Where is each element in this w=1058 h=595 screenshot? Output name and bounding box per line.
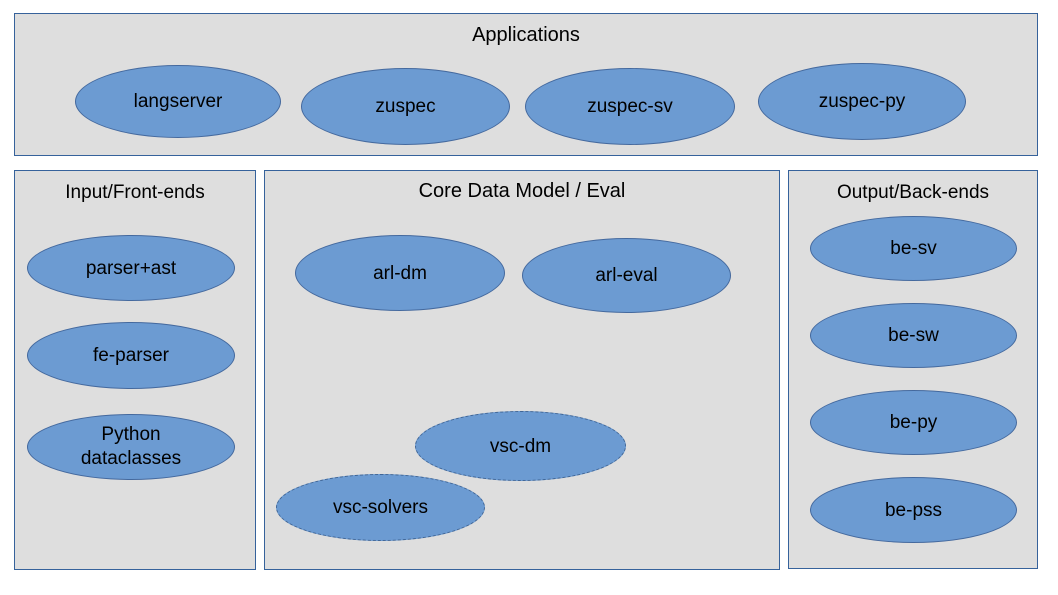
node-arl-dm[interactable]: arl-dm bbox=[295, 235, 505, 311]
node-vsc-solvers-label: vsc-solvers bbox=[332, 497, 428, 518]
node-be-sv[interactable]: be-sv bbox=[810, 216, 1017, 281]
node-parser-ast-label: parser+ast bbox=[85, 257, 177, 279]
node-python-dataclasses[interactable]: Python dataclasses bbox=[27, 414, 235, 480]
node-zuspec-py[interactable]: zuspec-py bbox=[758, 63, 966, 140]
panel-output-back-ends-title: Output/Back-ends bbox=[836, 182, 990, 203]
node-langserver-label: langserver bbox=[133, 91, 223, 112]
node-fe-parser-label: fe-parser bbox=[92, 345, 170, 366]
node-zuspec-label: zuspec bbox=[375, 96, 436, 117]
node-be-sw[interactable]: be-sw bbox=[810, 303, 1017, 368]
node-arl-dm-label: arl-dm bbox=[373, 262, 427, 284]
panel-applications-title: Applications bbox=[472, 24, 580, 46]
node-zuspec-py-label: zuspec-py bbox=[818, 91, 906, 112]
node-be-py-label: be-py bbox=[889, 412, 938, 433]
node-zuspec-sv-label: zuspec-sv bbox=[587, 96, 673, 117]
node-be-sw-label: be-sw bbox=[888, 325, 939, 346]
panel-input-front-ends-title: Input/Front-ends bbox=[65, 182, 205, 203]
node-python-dataclasses-label: Python dataclasses bbox=[80, 424, 182, 469]
panel-core-data-model-eval-title: Core Data Model / Eval bbox=[418, 180, 626, 202]
node-vsc-dm[interactable]: vsc-dm bbox=[415, 411, 626, 481]
node-vsc-solvers[interactable]: vsc-solvers bbox=[276, 474, 485, 541]
node-be-sv-label: be-sv bbox=[890, 238, 937, 259]
node-arl-eval-label: arl-eval bbox=[595, 265, 658, 286]
node-parser-ast[interactable]: parser+ast bbox=[27, 235, 235, 301]
node-fe-parser[interactable]: fe-parser bbox=[27, 322, 235, 389]
node-be-py[interactable]: be-py bbox=[810, 390, 1017, 455]
node-zuspec[interactable]: zuspec bbox=[301, 68, 510, 145]
node-zuspec-sv[interactable]: zuspec-sv bbox=[525, 68, 735, 145]
node-be-pss-label: be-pss bbox=[884, 499, 943, 521]
node-langserver[interactable]: langserver bbox=[75, 65, 281, 138]
node-vsc-dm-label: vsc-dm bbox=[489, 435, 552, 457]
node-be-pss[interactable]: be-pss bbox=[810, 477, 1017, 543]
node-arl-eval[interactable]: arl-eval bbox=[522, 238, 731, 313]
